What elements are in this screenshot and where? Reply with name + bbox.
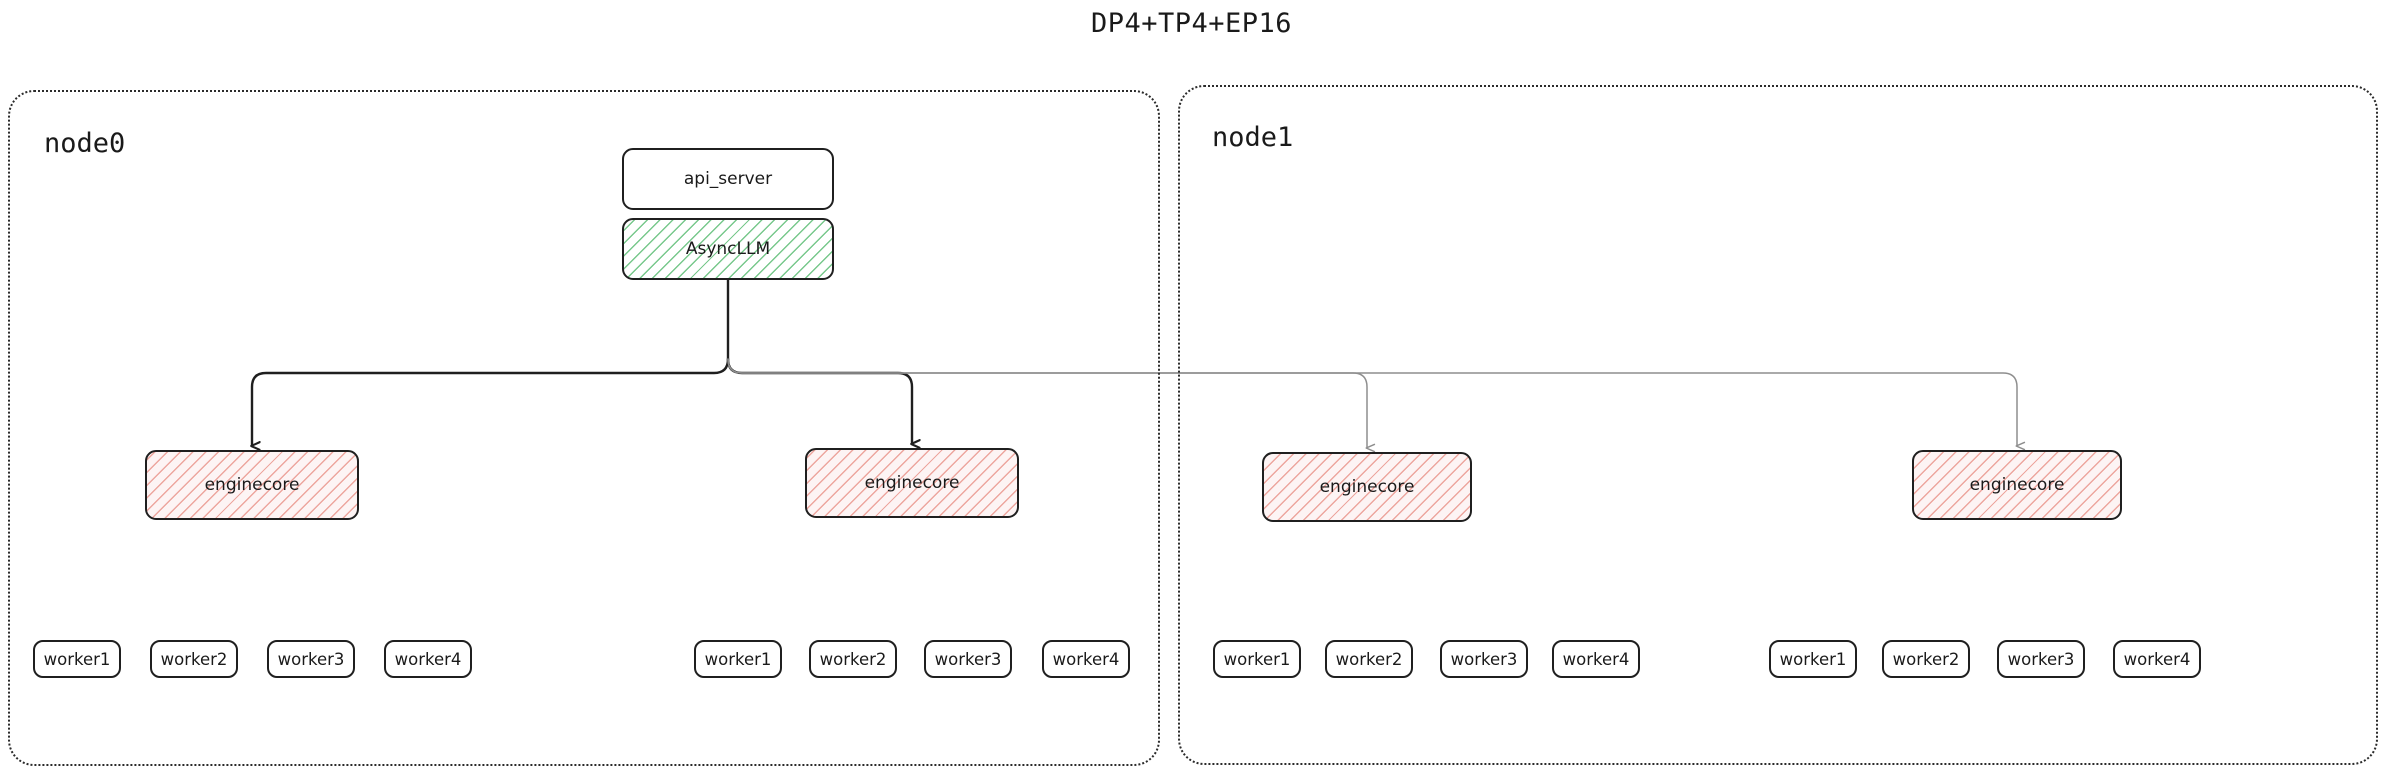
worker-box-node0-1-0[interactable]: worker1 [694, 640, 782, 678]
diagram-title: DP4+TP4+EP16 [1090, 8, 1293, 39]
asyncllm-box[interactable]: AsyncLLM [622, 218, 834, 280]
worker-box-node1-1-2-label: worker3 [2007, 649, 2075, 669]
enginecore-box-node0-1-label: enginecore [864, 473, 960, 493]
worker-box-node0-0-3-label: worker4 [394, 649, 462, 669]
worker-box-node1-1-3-label: worker4 [2123, 649, 2191, 669]
worker-box-node1-0-3-label: worker4 [1562, 649, 1630, 669]
enginecore-box-node1-0-label: enginecore [1319, 477, 1415, 497]
worker-box-node0-0-3[interactable]: worker4 [384, 640, 472, 678]
worker-box-node1-0-1[interactable]: worker2 [1325, 640, 1413, 678]
worker-box-node0-1-2-label: worker3 [934, 649, 1002, 669]
worker-box-node0-1-1[interactable]: worker2 [809, 640, 897, 678]
node-container-node1 [1178, 85, 2378, 765]
enginecore-box-node1-0[interactable]: enginecore [1262, 452, 1472, 522]
node-label-node0: node0 [44, 128, 126, 159]
worker-box-node0-1-1-label: worker2 [819, 649, 887, 669]
worker-box-node1-0-1-label: worker2 [1335, 649, 1403, 669]
worker-box-node1-1-2[interactable]: worker3 [1997, 640, 2085, 678]
worker-box-node0-0-0-label: worker1 [43, 649, 111, 669]
worker-box-node1-1-3[interactable]: worker4 [2113, 640, 2201, 678]
api_server-box[interactable]: api_server [622, 148, 834, 210]
worker-box-node0-1-0-label: worker1 [704, 649, 772, 669]
enginecore-box-node1-1[interactable]: enginecore [1912, 450, 2122, 520]
worker-box-node1-0-0-label: worker1 [1223, 649, 1291, 669]
worker-box-node0-1-3-label: worker4 [1052, 649, 1120, 669]
api_server-box-label: api_server [683, 169, 773, 189]
worker-box-node0-0-1-label: worker2 [160, 649, 228, 669]
enginecore-box-node1-1-label: enginecore [1969, 475, 2065, 495]
worker-box-node0-0-0[interactable]: worker1 [33, 640, 121, 678]
worker-box-node1-0-3[interactable]: worker4 [1552, 640, 1640, 678]
worker-box-node1-1-1-label: worker2 [1892, 649, 1960, 669]
worker-box-node1-0-2[interactable]: worker3 [1440, 640, 1528, 678]
worker-box-node0-1-3[interactable]: worker4 [1042, 640, 1130, 678]
worker-box-node0-1-2[interactable]: worker3 [924, 640, 1012, 678]
asyncllm-box-label: AsyncLLM [685, 239, 771, 259]
worker-box-node1-0-2-label: worker3 [1450, 649, 1518, 669]
worker-box-node0-0-2-label: worker3 [277, 649, 345, 669]
worker-box-node1-1-0-label: worker1 [1779, 649, 1847, 669]
worker-box-node0-0-1[interactable]: worker2 [150, 640, 238, 678]
node-label-node1: node1 [1212, 122, 1294, 153]
worker-box-node1-0-0[interactable]: worker1 [1213, 640, 1301, 678]
worker-box-node1-1-0[interactable]: worker1 [1769, 640, 1857, 678]
worker-box-node0-0-2[interactable]: worker3 [267, 640, 355, 678]
enginecore-box-node0-1[interactable]: enginecore [805, 448, 1019, 518]
enginecore-box-node0-0-label: enginecore [204, 475, 300, 495]
enginecore-box-node0-0[interactable]: enginecore [145, 450, 359, 520]
worker-box-node1-1-1[interactable]: worker2 [1882, 640, 1970, 678]
node-container-node0 [8, 90, 1160, 766]
